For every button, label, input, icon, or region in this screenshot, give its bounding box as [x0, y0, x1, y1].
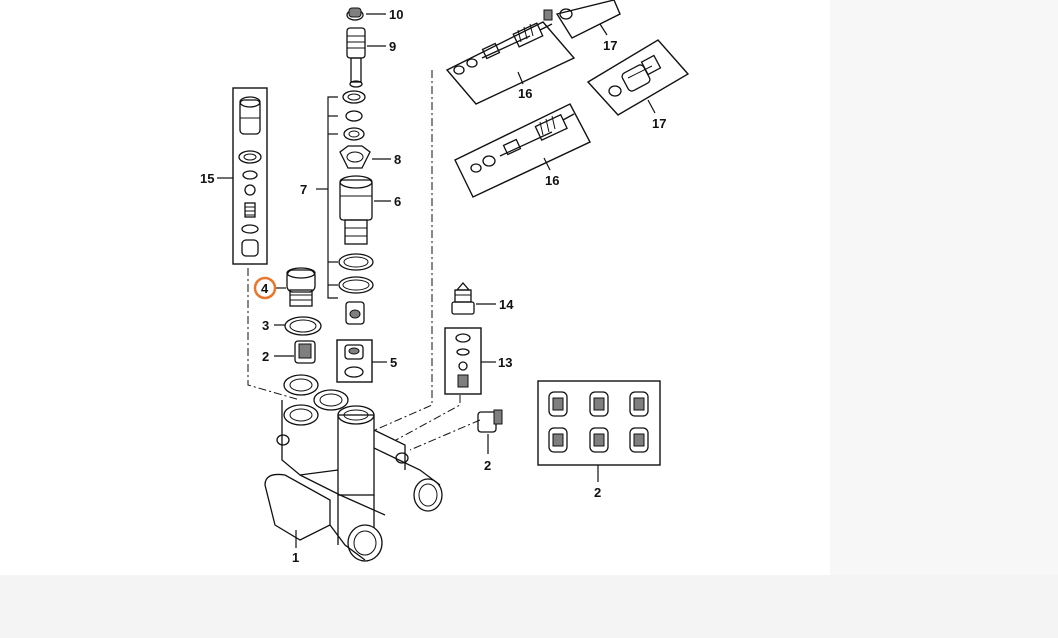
- callout-3: 3: [262, 318, 269, 333]
- callout-4-highlight[interactable]: [253, 276, 277, 300]
- kit-17-box-upper: [555, 0, 621, 39]
- callout-15: 15: [200, 171, 214, 186]
- callout-8: 8: [394, 152, 401, 167]
- callout-5: 5: [390, 355, 397, 370]
- callout-17-b: 17: [652, 116, 666, 131]
- part-3-oring: [284, 316, 322, 336]
- part-9-plunger: [346, 27, 366, 88]
- callout-2-b: 2: [484, 458, 491, 473]
- kit-5-parts: [344, 344, 364, 378]
- callout-16-a: 16: [518, 86, 532, 101]
- background-band-right: [830, 0, 1058, 575]
- part-14-fitting: [451, 282, 475, 315]
- part-10-cap: [346, 7, 364, 21]
- part-2-valve-a: [294, 340, 316, 364]
- callout-10: 10: [389, 7, 403, 22]
- kit-15-box: [232, 87, 268, 265]
- kit-17-parts-upper: [543, 8, 573, 21]
- kit-16-box-upper: [445, 21, 576, 105]
- callout-4: 4: [261, 281, 269, 296]
- callout-7: 7: [300, 182, 307, 197]
- kit-13-box: [444, 327, 482, 395]
- kit-16-box-lower: [454, 103, 591, 198]
- callout-2-a: 2: [262, 349, 269, 364]
- part-7-stack: [338, 90, 374, 325]
- kit-2-valves: [548, 391, 649, 453]
- kit-2-box: [537, 380, 661, 466]
- kit-15-parts: [238, 96, 262, 257]
- kit-5-box: [336, 339, 373, 383]
- part-2-valve-b: [477, 409, 503, 433]
- assembly-lines: [247, 70, 481, 451]
- callout-6: 6: [394, 194, 401, 209]
- callout-2-c: 2: [594, 485, 601, 500]
- kit-17-parts: [608, 54, 662, 97]
- callout-14: 14: [499, 297, 514, 312]
- kit-13-parts: [455, 333, 471, 388]
- callout-9: 9: [389, 39, 396, 54]
- part-4-plug: [286, 267, 316, 307]
- callout-16-b: 16: [545, 173, 559, 188]
- callout-17-a: 17: [603, 38, 617, 53]
- callout-1: 1: [292, 550, 299, 565]
- kit-16-parts-lower: [470, 113, 575, 173]
- callout-13: 13: [498, 355, 512, 370]
- background-band: [0, 575, 1058, 638]
- part-1-manifold: [264, 374, 443, 562]
- kit-16-parts-upper: [453, 22, 553, 75]
